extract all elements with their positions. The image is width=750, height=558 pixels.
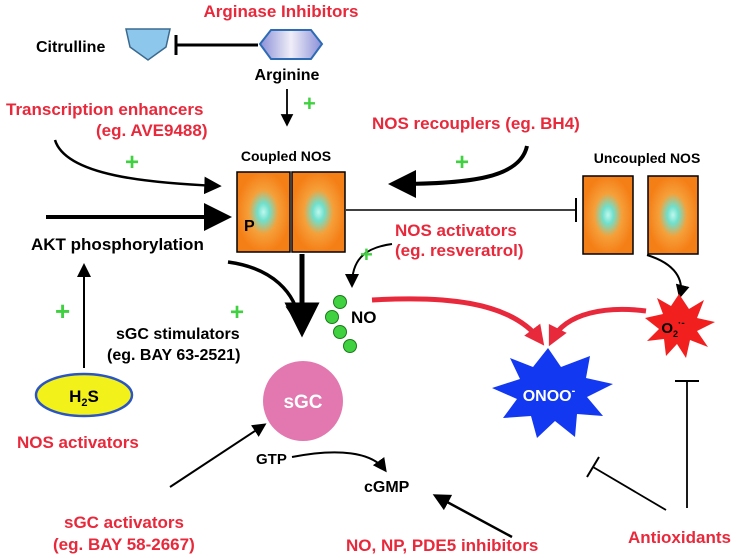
h2s-plus-icon: +: [55, 296, 70, 326]
no-molecule-4: [343, 339, 357, 353]
arginase-inhibitors-label: Arginase Inhibitors: [204, 2, 359, 21]
uncoupled-nos-label: Uncoupled NOS: [594, 150, 701, 166]
uncoupled-nos-subunit-right: [647, 175, 699, 255]
resveratrol-arrow: [345, 243, 393, 288]
phosphorylation-marker: P: [244, 218, 255, 235]
sgc-circle: [263, 361, 343, 441]
h2s-ellipse: [34, 372, 134, 418]
h2s-label: H2S: [69, 387, 99, 409]
pde5-to-cgmp-arrow: [432, 494, 513, 539]
transcription-example-label: (eg. AVE9488): [96, 121, 208, 140]
antioxidants-label: Antioxidants: [628, 528, 731, 547]
nos-activators-resveratrol-label: NOS activators: [395, 221, 517, 240]
nos-recouplers-label: NOS recouplers (eg. BH4): [372, 114, 580, 133]
superoxide-label: O2·-: [661, 318, 684, 339]
antioxidant-to-peroxynitrite-line: [592, 466, 667, 511]
sgc-stimulator-plus-icon: +: [230, 299, 244, 326]
antioxidant-to-peroxynitrite-bar: [586, 456, 600, 478]
gtp-label: GTP: [256, 451, 287, 468]
citrulline-shape: [125, 28, 171, 61]
gtp-to-cgmp-arrow: [291, 451, 387, 473]
arginine-hexagon: [258, 29, 324, 60]
no-np-pde5-label: NO, NP, PDE5 inhibitors: [346, 536, 538, 555]
cgmp-label: cGMP: [364, 479, 410, 496]
arginine-plus-icon: +: [303, 91, 316, 116]
citrulline-label: Citrulline: [36, 39, 105, 56]
transcription-plus-icon: +: [125, 149, 139, 176]
arginine-label: Arginine: [255, 67, 320, 84]
sgc-label: sGC: [283, 392, 322, 413]
no-label: NO: [351, 308, 377, 327]
no-to-peroxynitrite-arrow: [371, 296, 545, 346]
no-molecule-1: [333, 295, 347, 309]
superoxide-to-peroxynitrite-arrow: [548, 306, 647, 347]
peroxynitrite-star: [492, 348, 613, 438]
nos-activators-resveratrol-example: (eg. resveratrol): [395, 241, 524, 260]
recoupler-arrow: [388, 145, 529, 198]
superoxide-star: [645, 294, 715, 358]
akt-label: AKT phosphorylation: [31, 235, 204, 254]
akt-to-sgc-arrow: [227, 260, 310, 330]
nos-activators-h2s-label: NOS activators: [17, 433, 139, 452]
transcription-enhancers-label: Transcription enhancers: [6, 100, 203, 119]
sgc-activators-label: sGC activators: [64, 513, 184, 532]
coupled-nos-label: Coupled NOS: [241, 148, 331, 164]
no-molecule-3: [333, 325, 347, 339]
sgc-activator-arrow: [169, 423, 267, 488]
recoupler-plus-icon: +: [455, 149, 469, 176]
sgc-stimulators-example: (eg. BAY 63-2521): [107, 347, 240, 364]
sgc-activators-example: (eg. BAY 58-2667): [53, 535, 195, 554]
sgc-stimulators-label: sGC stimulators: [116, 326, 240, 343]
coupled-nos-subunit-right: [291, 171, 346, 253]
no-molecule-2: [325, 310, 339, 324]
uncoupled-to-superoxide-arrow: [646, 254, 690, 299]
uncoupled-nos-subunit-left: [582, 175, 634, 255]
transcription-arrow: [53, 139, 222, 195]
peroxynitrite-label: ONOO-: [523, 385, 576, 405]
resveratrol-plus-icon: +: [360, 242, 373, 267]
coupled-nos-subunit-left: [236, 171, 291, 253]
